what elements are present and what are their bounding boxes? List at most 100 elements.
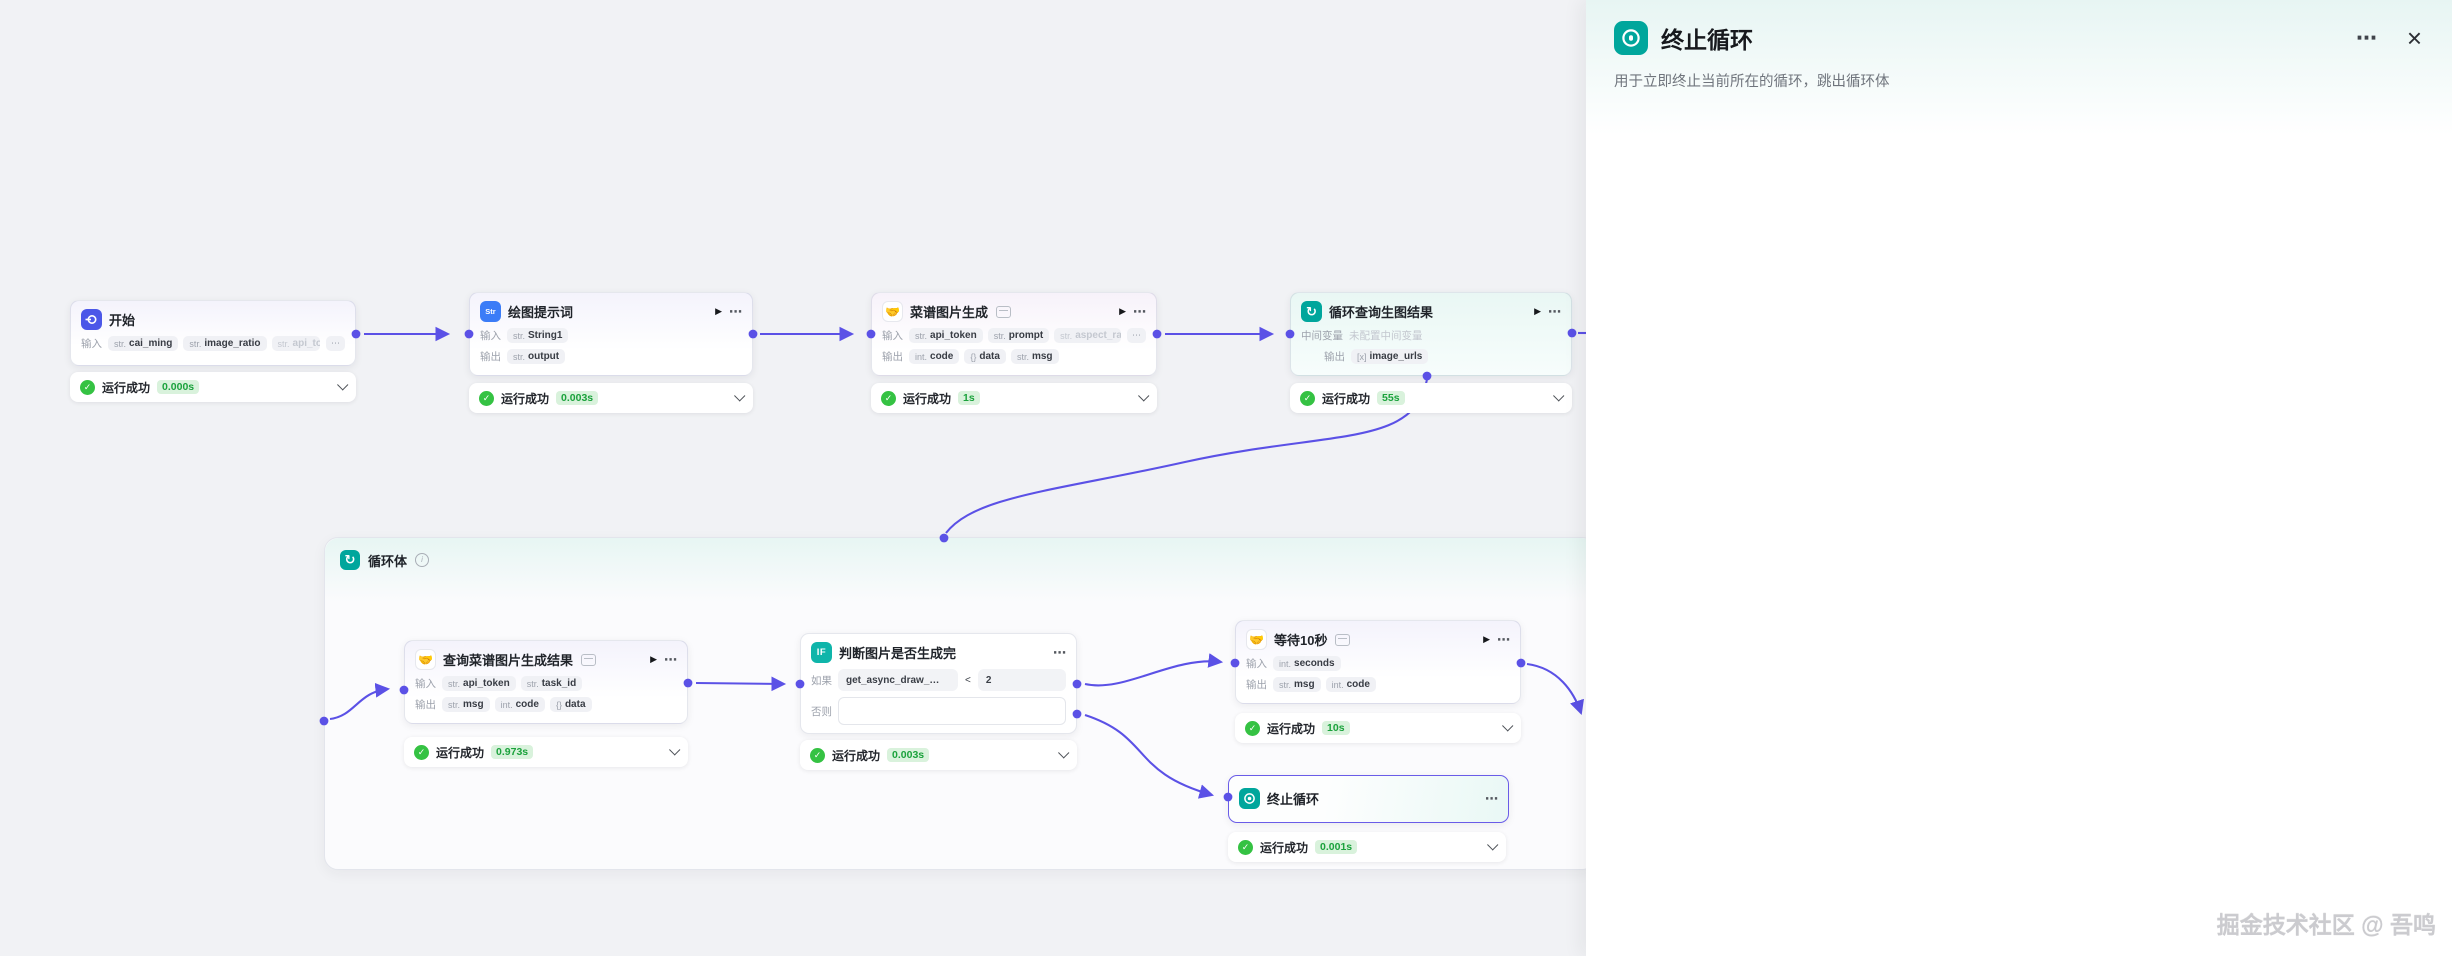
node-query[interactable]: 🤝 查询菜谱图片生成结果 ▶ ⋯ 输入 str.api_token str.ta… [404,640,688,767]
node-title: 绘图提示词 [508,305,574,320]
api-badge-icon [1335,633,1351,646]
duration-badge: 10s [1322,721,1350,735]
success-check-icon: ✓ [810,747,825,763]
chevron-down-icon[interactable] [1487,839,1499,851]
param-tag: str.msg [442,697,490,712]
success-check-icon: ✓ [881,390,896,406]
node-prompt[interactable]: Str 绘图提示词 ▶ ⋯ 输入 str.String1 输出 str.outp… [469,292,753,413]
success-check-icon: ✓ [414,744,429,760]
param-tag: int.code [909,349,960,364]
node-title: 判断图片是否生成完 [839,646,957,661]
mid-var-placeholder: 未配置中间变量 [1349,330,1423,342]
run-status[interactable]: ✓ 运行成功 55s [1290,383,1572,413]
chevron-down-icon[interactable] [669,744,681,756]
run-node-icon[interactable]: ▶ [1534,306,1541,316]
node-terminate[interactable]: 终止循环 ⋯ ✓ 运行成功 0.001s [1228,775,1509,862]
run-status[interactable]: ✓ 运行成功 10s [1235,713,1521,743]
api-badge-icon [581,653,597,666]
more-icon[interactable]: ⋯ [1548,304,1561,319]
duration-badge: 0.000s [157,380,200,394]
loop-title: 循环体 [368,553,408,569]
run-status[interactable]: ✓ 运行成功 0.003s [800,740,1077,770]
loop-icon: ↻ [340,550,360,570]
param-tag: str.api_toke [271,336,320,351]
watermark: 掘金技术社区 @ 吾鸣 [2216,912,2436,938]
overflow-tags-button[interactable]: ⋯ [1127,328,1146,343]
param-tag: int.code [1325,677,1376,692]
plugin-icon: 🤝 [1246,629,1267,650]
loop-icon: ↻ [1301,301,1322,322]
duration-badge: 55s [1377,391,1405,405]
terminate-loop-icon [1239,788,1260,809]
more-icon[interactable]: ⋯ [1497,632,1510,647]
condition-right-operand[interactable]: 2 [977,669,1066,691]
param-tag: str.String1 [507,328,569,343]
run-status[interactable]: ✓ 运行成功 1s [871,383,1157,413]
more-icon[interactable]: ⋯ [664,652,677,667]
duration-badge: 0.003s [556,391,599,405]
success-check-icon: ✓ [1238,839,1253,855]
param-tag: str.task_id [520,676,583,691]
start-icon [81,309,102,330]
run-status[interactable]: ✓ 运行成功 0.003s [469,383,753,413]
node-wait[interactable]: 🤝 等待10秒 ▶ ⋯ 输入 int.seconds 输出 str.msg in… [1235,620,1521,743]
param-tag: [x]image_urls [1351,349,1429,364]
duration-badge: 0.001s [1315,840,1358,854]
chevron-down-icon[interactable] [337,379,349,391]
panel-more-icon[interactable]: ⋯ [2355,26,2377,50]
run-status[interactable]: ✓ 运行成功 0.973s [404,737,688,767]
param-tag: str.msg [1010,349,1059,364]
chevron-down-icon[interactable] [734,390,746,402]
node-if[interactable]: IF 判断图片是否生成完 ⋯ 如果 get_async_draw_… < 2 否… [800,633,1077,770]
chevron-down-icon[interactable] [1138,390,1150,402]
node-title: 菜谱图片生成 [910,305,989,320]
more-icon[interactable]: ⋯ [729,304,742,319]
more-icon[interactable]: ⋯ [1053,645,1066,660]
more-icon[interactable]: ⋯ [1485,791,1498,806]
node-title: 查询菜谱图片生成结果 [443,653,574,668]
chevron-down-icon[interactable] [1502,720,1514,732]
param-tag: str.api_token [909,328,983,343]
string-process-icon: Str [480,301,501,322]
node-title: 开始 [109,313,136,328]
run-node-icon[interactable]: ▶ [1483,634,1490,644]
duration-badge: 1s [958,391,980,405]
else-branch-box[interactable] [838,697,1066,725]
run-status[interactable]: ✓ 运行成功 0.001s [1228,832,1506,862]
node-title: 等待10秒 [1274,633,1328,648]
node-loopquery[interactable]: ↻ 循环查询生图结果 ▶ ⋯ 中间变量 未配置中间变量 输出 [x]image_… [1290,292,1572,413]
param-tag: {}data [964,349,1006,364]
run-node-icon[interactable]: ▶ [1119,306,1126,316]
param-tag: str.output [507,349,566,364]
param-tag: str.prompt [987,328,1050,343]
info-icon[interactable]: i [415,553,430,567]
chevron-down-icon[interactable] [1553,390,1565,402]
if-icon: IF [811,642,832,663]
success-check-icon: ✓ [80,379,95,395]
run-node-icon[interactable]: ▶ [715,306,722,316]
panel-description: 用于立即终止当前所在的循环，跳出循环体 [1614,74,1890,90]
param-tag: str.aspect_rati [1054,328,1121,343]
duration-badge: 0.973s [491,745,534,759]
run-node-icon[interactable]: ▶ [650,654,657,664]
param-tag: str.api_token [442,676,516,691]
success-check-icon: ✓ [479,390,494,406]
node-start[interactable]: 开始 输入 str.cai_ming str.image_ratio str.a… [70,300,356,402]
condition-operator[interactable]: < [965,674,971,686]
panel-gradient [1586,0,2452,135]
param-tag: str.cai_ming [108,336,179,351]
run-status[interactable]: ✓ 运行成功 0.000s [70,372,356,402]
api-badge-icon [996,305,1012,318]
param-tag: str.image_ratio [183,336,267,351]
success-check-icon: ✓ [1245,720,1260,736]
workflow-canvas[interactable]: ↻ 循环体 i [0,0,1586,956]
node-detail-panel: 终止循环 ⋯ × 用于立即终止当前所在的循环，跳出循环体 [1586,0,2452,956]
node-title: 终止循环 [1267,792,1320,807]
plugin-icon: 🤝 [415,649,436,670]
more-icon[interactable]: ⋯ [1133,304,1146,319]
chevron-down-icon[interactable] [1058,747,1070,759]
close-icon[interactable]: × [2406,23,2422,53]
condition-left-operand[interactable]: get_async_draw_… [838,669,958,691]
node-gen[interactable]: 🤝 菜谱图片生成 ▶ ⋯ 输入 str.api_token str.prompt… [871,292,1157,413]
overflow-tags-button[interactable]: ⋯ [326,336,345,351]
